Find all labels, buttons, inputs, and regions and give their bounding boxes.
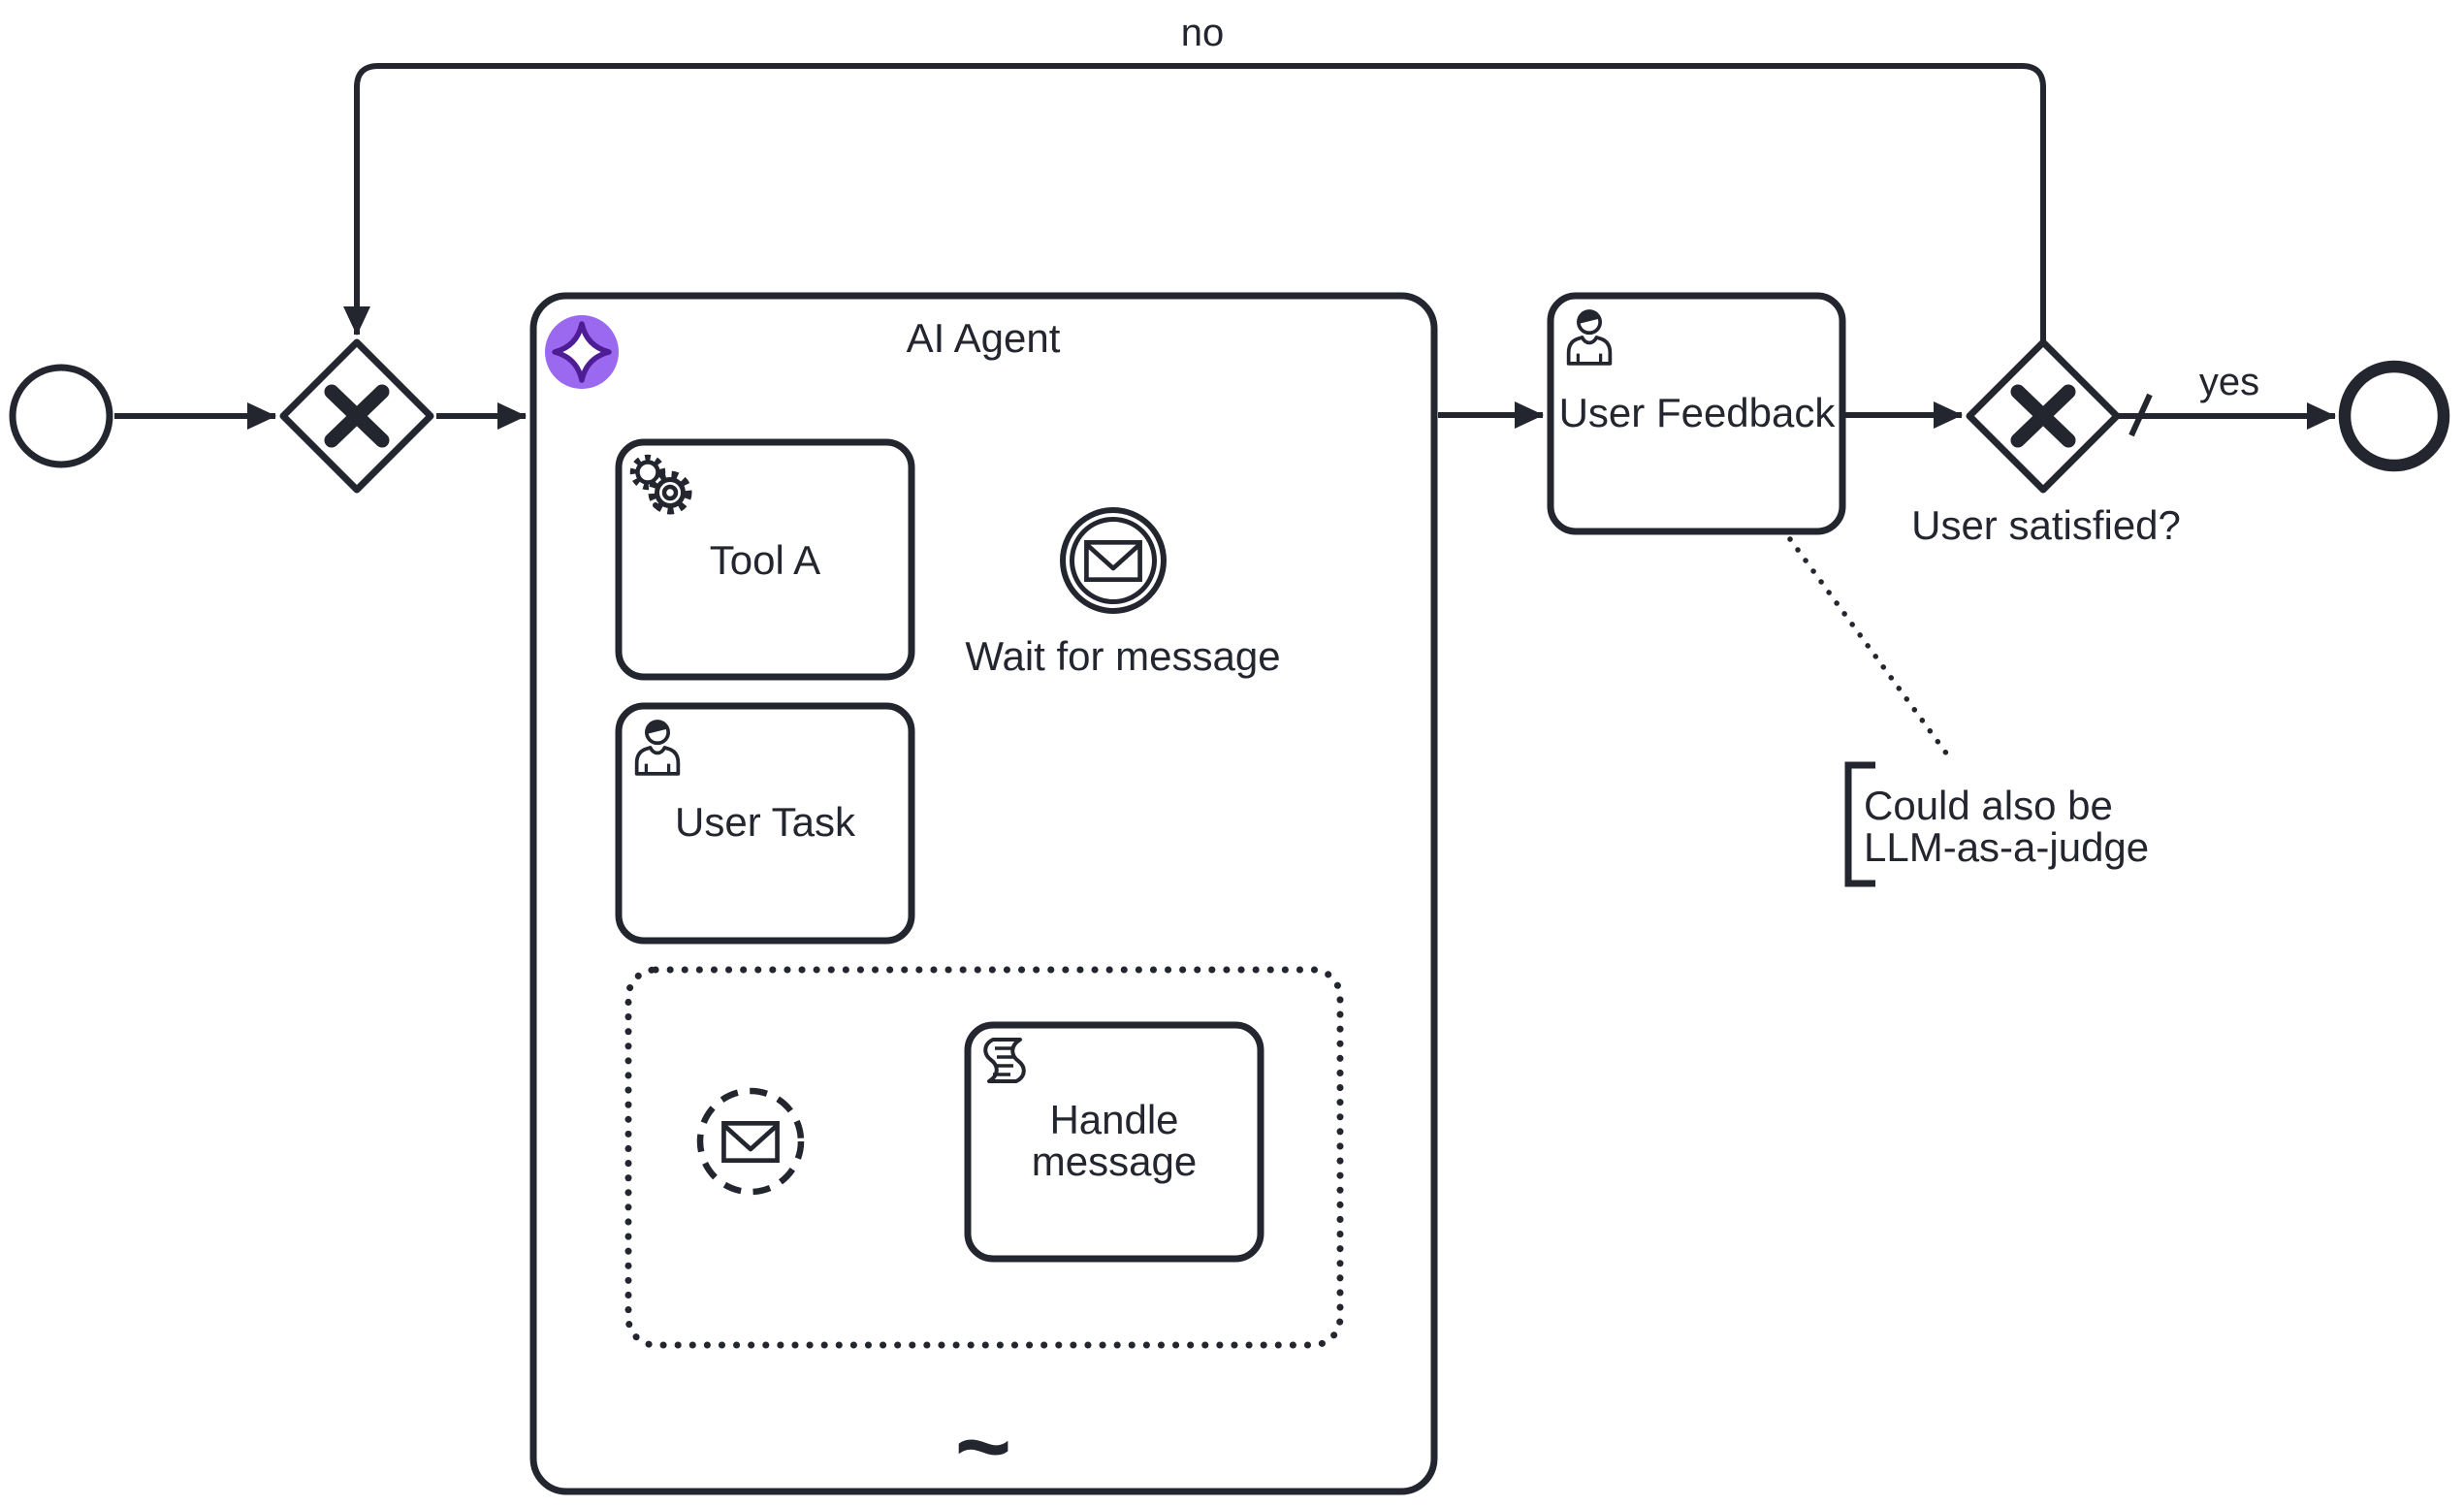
user-feedback-task[interactable]: User Feedback xyxy=(1547,292,1846,535)
tool-a-task[interactable]: Tool A xyxy=(615,438,915,681)
annotation-line1: Could also be xyxy=(1864,783,2113,828)
wait-for-message-event[interactable] xyxy=(1060,507,1167,614)
user-feedback-label: User Feedback xyxy=(1559,390,1837,435)
service-gears-icon xyxy=(629,454,692,515)
annotation-line2: LLM-as-a-judge xyxy=(1864,824,2149,870)
flow-label-yes[interactable]: yes xyxy=(2199,361,2259,403)
adhoc-marker: ~ xyxy=(955,1393,1011,1501)
loop-gateway[interactable] xyxy=(279,338,434,494)
handle-message-label-line2: message xyxy=(1032,1138,1197,1184)
message-start-event-non-interrupting[interactable] xyxy=(696,1087,805,1196)
wait-for-message-label[interactable]: Wait for message xyxy=(965,633,1280,679)
handle-message-task[interactable]: Handle message xyxy=(964,1021,1264,1263)
end-event[interactable] xyxy=(2338,360,2450,472)
text-annotation[interactable]: Could also be LLM-as-a-judge xyxy=(1844,761,2149,887)
default-flow-slash xyxy=(2128,393,2153,437)
user-task[interactable]: User Task xyxy=(615,702,915,945)
script-icon xyxy=(983,1038,1026,1083)
ai-agent-label: AI Agent xyxy=(907,315,1061,361)
x-marker xyxy=(324,384,390,448)
user-task-label: User Task xyxy=(675,799,856,845)
event-subprocess[interactable]: Handle message xyxy=(624,966,1344,1349)
decision-gateway[interactable] xyxy=(1966,338,2121,494)
envelope-icon xyxy=(723,1123,777,1160)
flow-label-no[interactable]: no xyxy=(1181,12,1225,54)
annotation-bracket xyxy=(1844,761,1875,887)
x-marker xyxy=(2010,384,2076,448)
handle-message-label-line1: Handle xyxy=(1049,1097,1178,1142)
decision-gateway-label[interactable]: User satisfied? xyxy=(1911,502,2181,548)
envelope-icon xyxy=(1086,542,1139,579)
association-dotted-line[interactable] xyxy=(1787,536,1950,757)
flow-no-loopback[interactable] xyxy=(343,63,2046,341)
start-event[interactable] xyxy=(9,364,113,468)
ai-sparkle-icon xyxy=(545,315,619,389)
ai-agent-subprocess[interactable]: AI Agent ~ Tool A Wait for message xyxy=(529,292,1438,1501)
tool-a-label: Tool A xyxy=(710,537,820,583)
